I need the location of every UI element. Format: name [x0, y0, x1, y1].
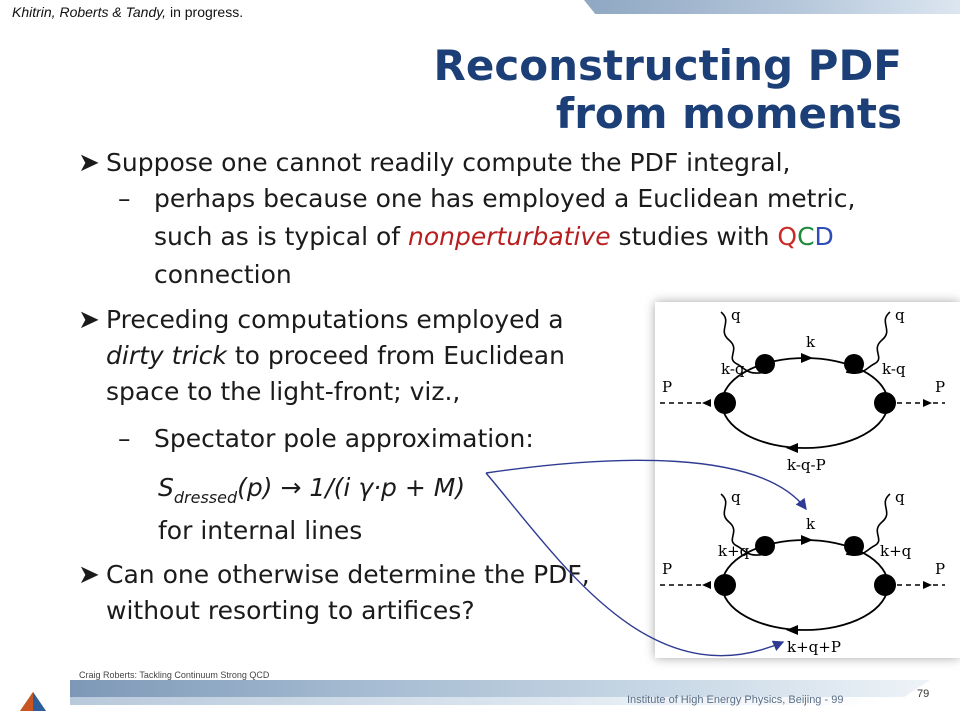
- feynman-diagrams-svg: q q k k-q k-q P P k-q-P q q k k: [660, 306, 945, 656]
- triangle-logo-icon: [20, 692, 46, 711]
- title-line-2: from moments: [555, 89, 902, 138]
- top-incoming-p-arrow: [702, 399, 711, 407]
- dash-bullet-icon: –: [118, 184, 131, 213]
- top-outgoing-p-arrow: [923, 399, 932, 407]
- bullet-2: ➤ Preceding computations employed a dirt…: [78, 302, 606, 410]
- formula-subscript: dressed: [173, 488, 238, 507]
- bottom-right-photon: [845, 493, 891, 556]
- sub-bullet-1-middle: studies with: [610, 222, 778, 251]
- bullet-3-text: Can one otherwise determine the PDF, wit…: [106, 560, 590, 625]
- dash-bullet-icon: –: [118, 424, 131, 453]
- top-right-vertex: [874, 392, 896, 414]
- footer-center-text: Institute of High Energy Physics, Beijin…: [627, 694, 844, 706]
- sub-bullet-2-text: Spectator pole approximation:: [154, 424, 534, 453]
- top-left-vertex: [714, 392, 736, 414]
- title-line-1: Reconstructing PDF: [433, 41, 902, 90]
- bottom-left-vertex: [714, 574, 736, 596]
- bottom-left-k-label: k+q: [718, 542, 750, 560]
- bottom-left-insertion: [755, 536, 775, 556]
- bottom-incoming-p-arrow: [702, 581, 711, 589]
- top-left-p-label: P: [662, 378, 672, 396]
- bullet-3: ➤ Can one otherwise determine the PDF, w…: [78, 557, 606, 629]
- qcd-d-letter: D: [814, 222, 834, 251]
- bottom-outgoing-p-arrow: [923, 581, 932, 589]
- bottom-right-q-label: q: [895, 488, 905, 506]
- bottom-k-label: k: [806, 515, 816, 533]
- bottom-k-arrow: [801, 535, 813, 545]
- bottom-right-vertex: [874, 574, 896, 596]
- sub-bullet-1-suffix: connection: [154, 260, 292, 289]
- formula: Sdressed(p) → 1/(i γ·p + M): [158, 470, 465, 516]
- top-feynman-diagram: q q k k-q k-q P P k-q-P: [660, 306, 945, 474]
- qcd-q-letter: Q: [777, 222, 798, 251]
- footer-strip-lower: [70, 697, 880, 705]
- arrow-bullet-icon: ➤: [78, 148, 100, 178]
- top-decorative-band: [584, 0, 960, 14]
- feynman-diagram-panel: q q k k-q k-q P P k-q-P q q k k: [655, 302, 960, 658]
- top-left-photon: [720, 311, 766, 374]
- internal-lines-text: for internal lines: [158, 516, 363, 545]
- qcd-c-letter: C: [797, 222, 815, 251]
- formula-s: S: [158, 473, 174, 502]
- footer-left-text: Craig Roberts: Tackling Continuum Strong…: [79, 670, 270, 680]
- sub-bullet-1-text: perhaps because one has employed a Eucli…: [154, 180, 890, 294]
- citation-status: in progress.: [166, 4, 244, 20]
- top-left-q-label: q: [731, 306, 741, 324]
- citation-authors: Khitrin, Roberts & Tandy,: [12, 4, 167, 20]
- sub-bullet-2: – Spectator pole approximation:: [118, 420, 890, 458]
- top-lower-arrow: [786, 443, 798, 453]
- arrow-bullet-icon: ➤: [78, 560, 100, 590]
- top-right-photon: [845, 311, 891, 374]
- top-right-p-label: P: [935, 378, 945, 396]
- top-right-q-label: q: [895, 306, 905, 324]
- bullet-1-text: Suppose one cannot readily compute the P…: [106, 148, 791, 177]
- bottom-right-k-label: k+q: [880, 542, 912, 560]
- bullet-2-text: Preceding computations employed a dirty …: [106, 302, 606, 410]
- footer-strip: [70, 680, 930, 697]
- slide-title: Reconstructing PDF from moments: [302, 42, 902, 138]
- bottom-right-p-label: P: [935, 560, 945, 578]
- top-k-label: k: [806, 333, 816, 351]
- citation: Khitrin, Roberts & Tandy, in progress.: [12, 4, 243, 20]
- bullet-2-prefix: Preceding computations employed a: [106, 305, 564, 334]
- top-bottom-label: k-q-P: [787, 456, 826, 474]
- nonperturbative-text: nonperturbative: [408, 222, 611, 251]
- bottom-feynman-diagram: q q k k+q k+q P P k+q+P: [660, 488, 945, 656]
- arrow-bullet-icon: ➤: [78, 305, 100, 335]
- sub-bullet-1: – perhaps because one has employed a Euc…: [118, 180, 890, 294]
- bottom-left-p-label: P: [662, 560, 672, 578]
- bullet-2-suffix: to proceed from Euclidean space to the l…: [106, 341, 565, 406]
- formula-rest: (p) → 1/(i γ·p + M): [237, 473, 466, 502]
- top-right-insertion: [844, 354, 864, 374]
- bottom-right-insertion: [844, 536, 864, 556]
- top-right-k-label: k-q: [882, 360, 906, 378]
- bottom-left-q-label: q: [731, 488, 741, 506]
- dirty-trick-text: dirty trick: [106, 341, 227, 370]
- top-left-k-label: k-q: [721, 360, 745, 378]
- sub-bullet-1-prefix: perhaps because one has employed a Eucli…: [154, 184, 856, 251]
- bottom-bottom-label: k+q+P: [787, 638, 841, 656]
- page-number: 79: [917, 688, 930, 700]
- bottom-lower-arrow: [786, 625, 798, 635]
- top-k-arrow: [801, 353, 813, 363]
- top-left-insertion: [755, 354, 775, 374]
- bullet-1: ➤ Suppose one cannot readily compute the…: [78, 145, 906, 181]
